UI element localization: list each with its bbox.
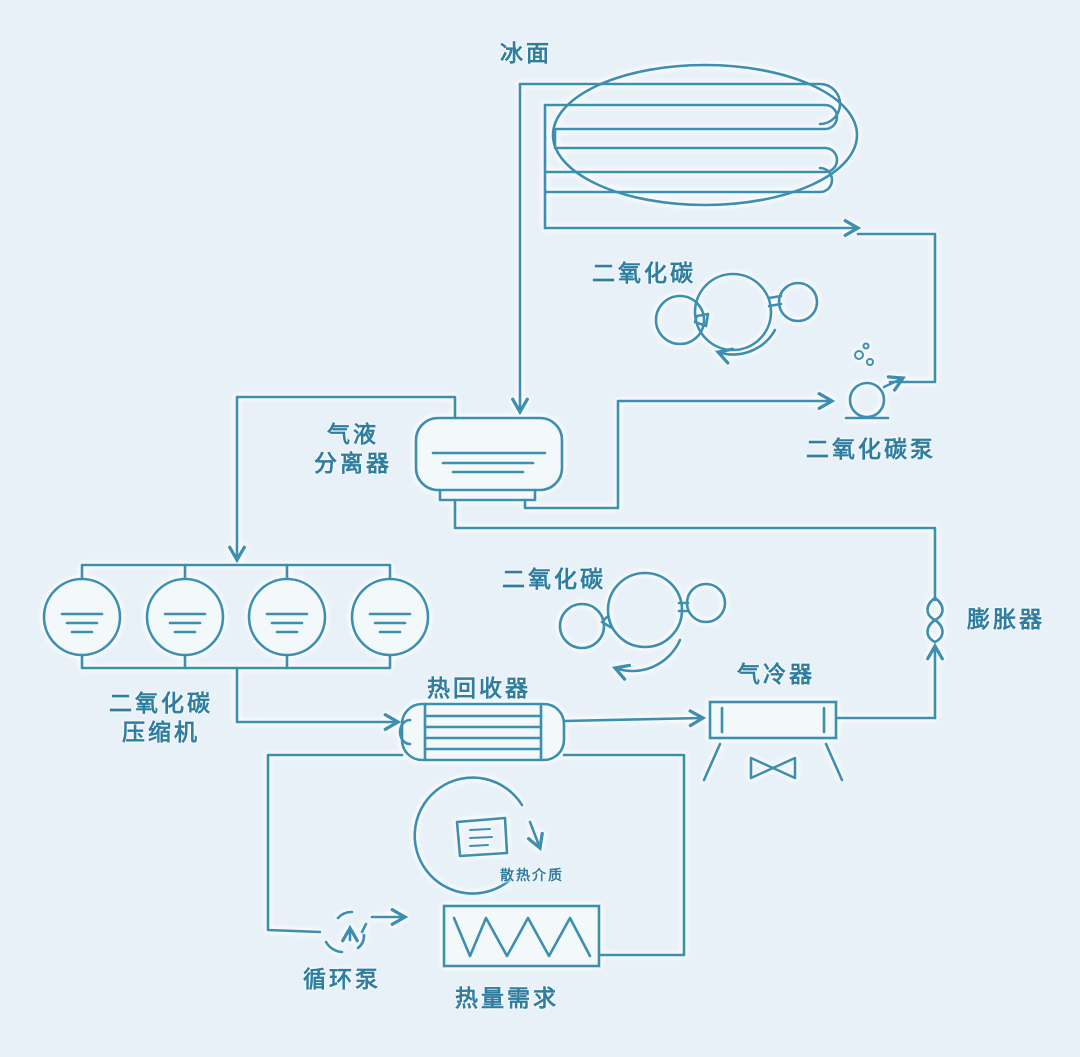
compressor-label: 二氧化碳 压缩机 [109,691,213,746]
gas-cooler-icon [702,700,937,782]
gas-cooler-label: 气冷器 [737,662,815,688]
heat-demand-icon [442,904,601,968]
separator-label: 气液 分离器 [314,422,392,477]
co2-molecule-top-icon [654,272,819,365]
co2-compressor-group [42,563,430,670]
heat-medium-label: 散热介质 [500,868,564,884]
heat-recovery-to-gas-cooler-line [562,709,707,728]
expander-icon [926,596,944,720]
co2-molecule-mid-icon [558,571,727,681]
heat-demand-label: 热量需求 [455,986,559,1012]
medium-loop-left-line [266,753,404,934]
heat-medium-icon [413,776,544,895]
compressor-4-icon [350,577,430,657]
co2-pump-label: 二氧化碳泵 [806,437,936,463]
circulation-pump-label: 循环泵 [303,967,381,993]
pump-to-evap-line [856,232,937,384]
separator-to-expander-line [453,498,937,602]
compressor-to-heat-recovery-line [235,666,402,731]
co2-top-label: 二氧化碳 [592,261,696,287]
ice-surface-evaporator [518,63,862,237]
separator-to-pump-line [523,392,836,510]
separator-to-compressor-line [228,395,457,564]
compressor-3-icon [247,577,327,657]
heat-recovery-unit-icon [398,702,566,762]
expander-label: 膨胀器 [967,607,1045,633]
gas-liquid-separator-icon [414,416,564,502]
medium-loop-right-line [562,753,686,957]
compressor-2-icon [145,577,225,657]
compressor-1-icon [42,577,122,657]
ice-surface-label: 冰面 [500,41,552,67]
co2-mid-label: 二氧化碳 [502,567,606,593]
co2-pump-icon [844,342,906,420]
heat-recovery-label: 热回收器 [427,676,531,702]
circulation-pump-icon [324,910,368,954]
